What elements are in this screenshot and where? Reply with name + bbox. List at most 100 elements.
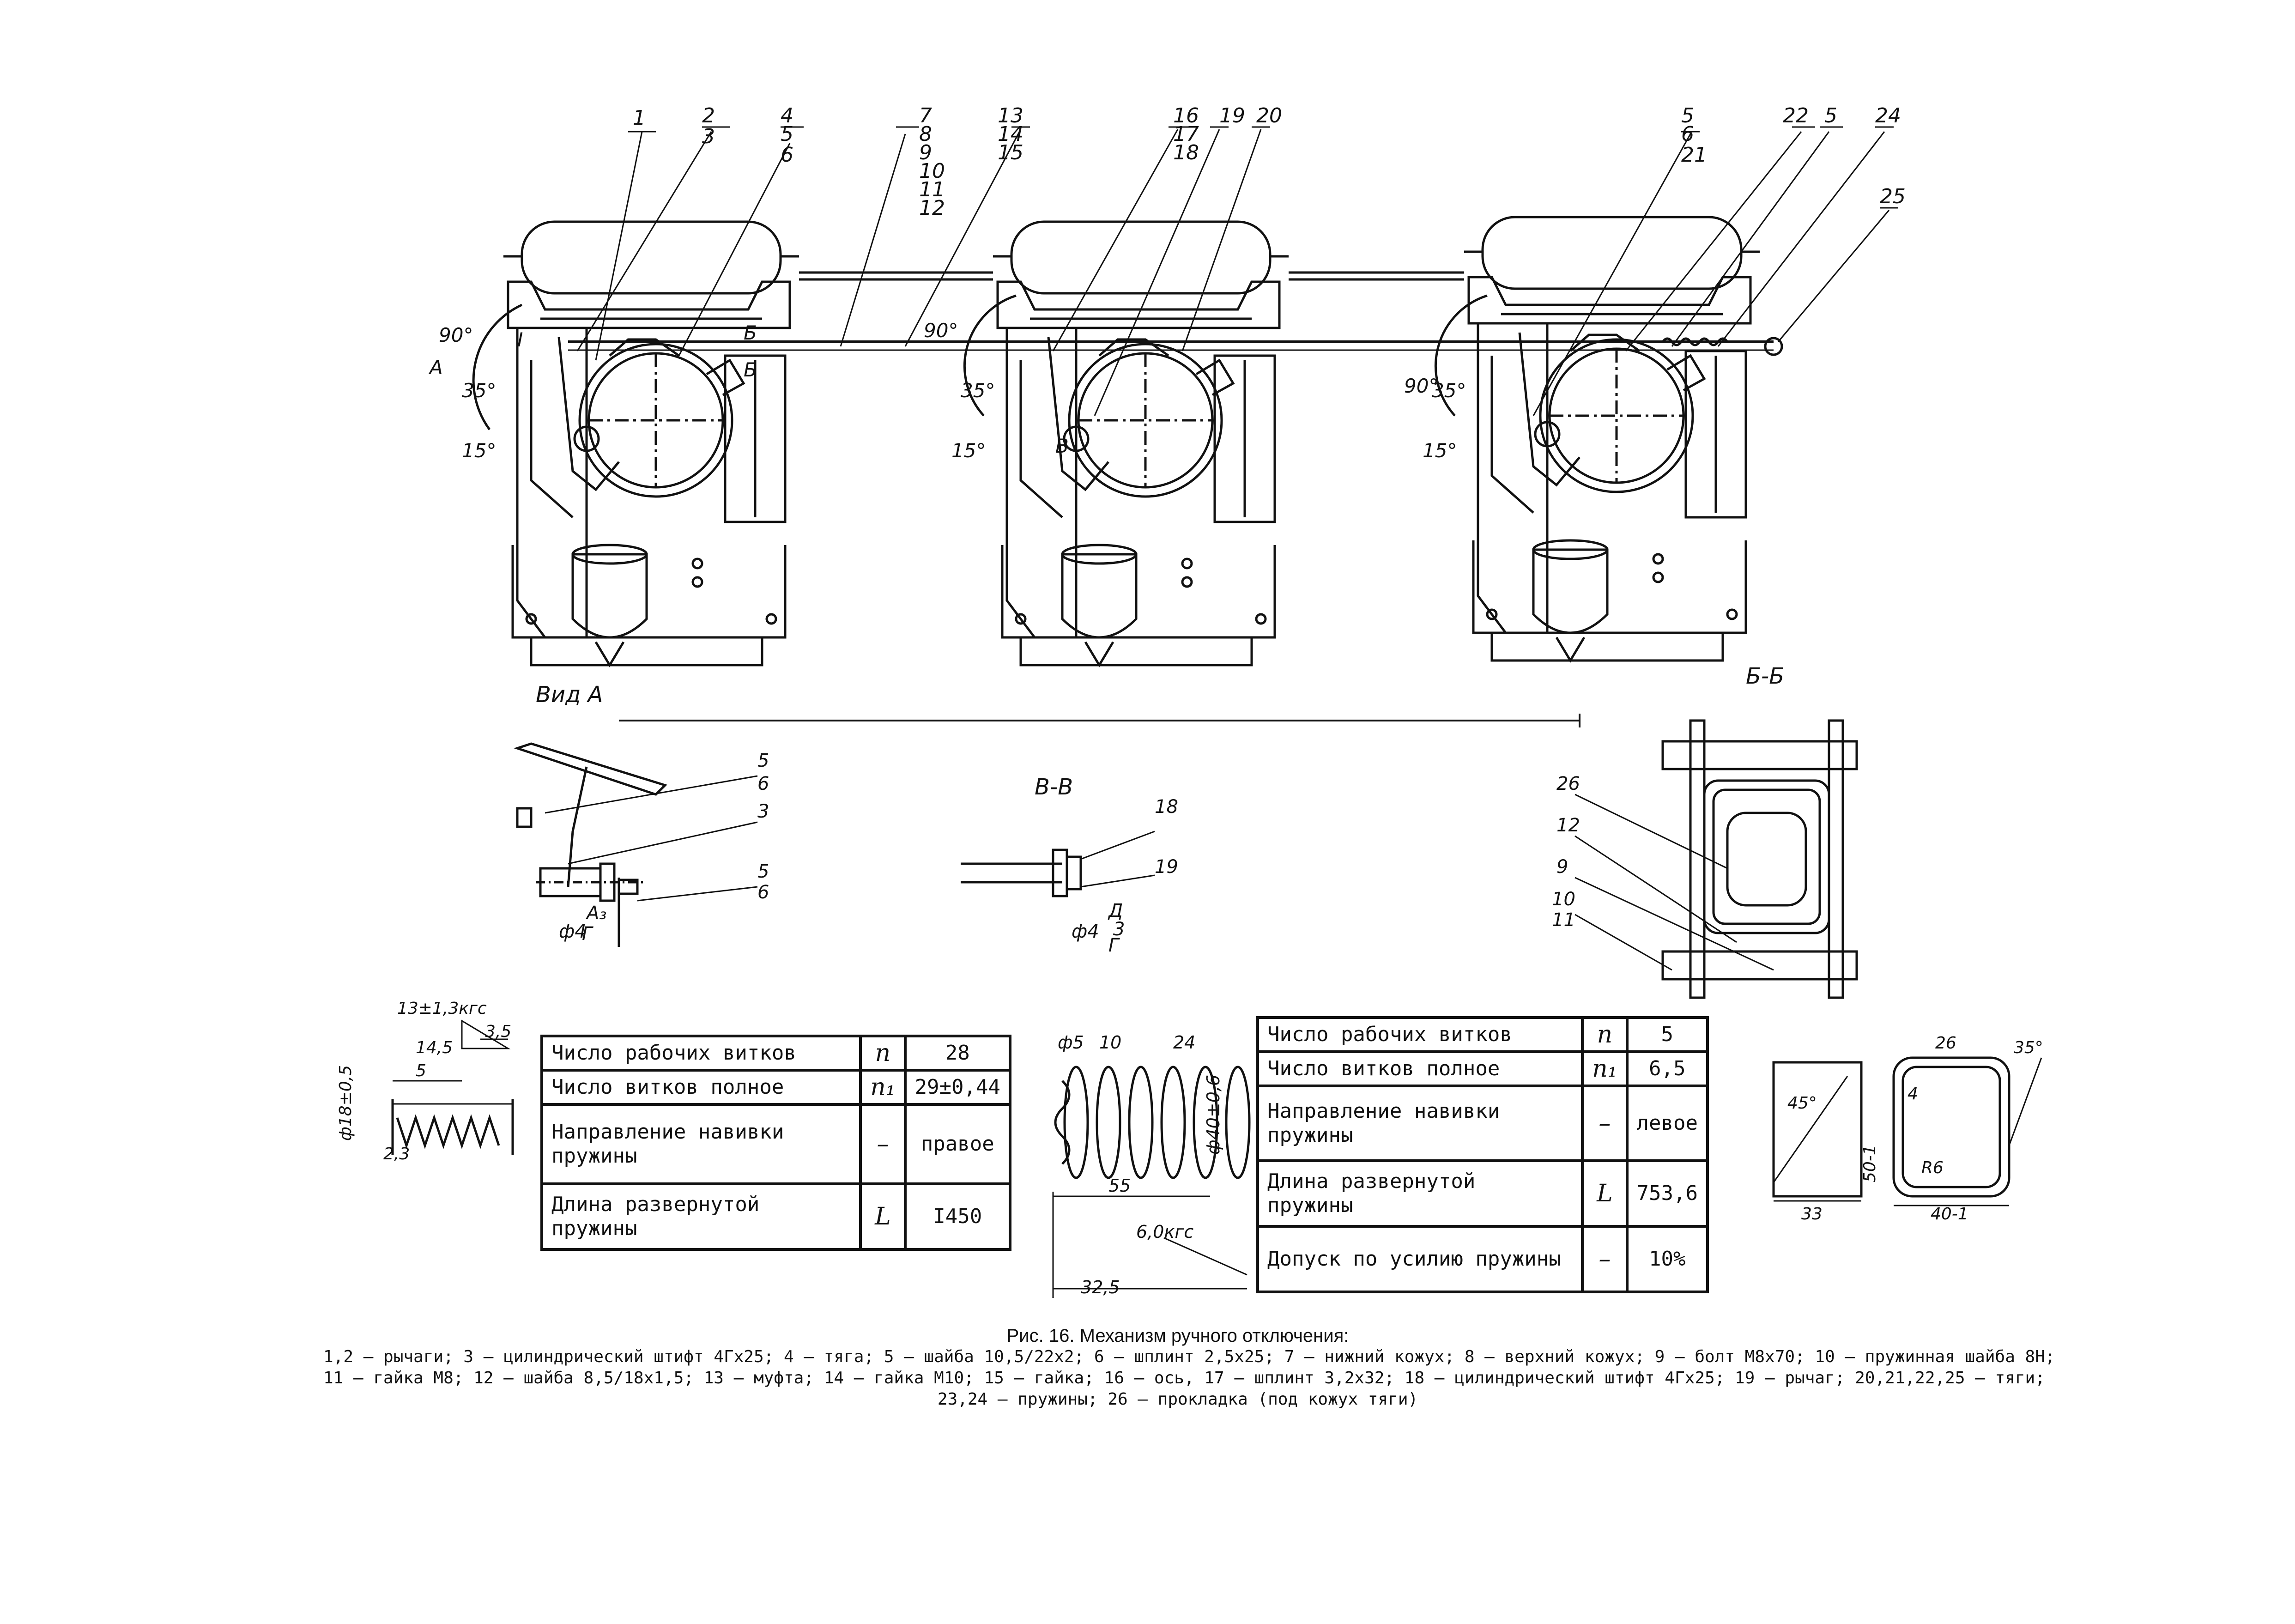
callout-5c: 5	[1824, 104, 1837, 127]
callout-1: 1	[633, 106, 646, 130]
section-b-mark-2: Б	[744, 358, 757, 381]
spring-left-2-3: 2,3	[383, 1145, 410, 1163]
section-vv-title: В-В	[1035, 774, 1073, 800]
row-value: 6,5	[1625, 1050, 1709, 1087]
callout-8: 8	[919, 122, 932, 146]
figure-caption: Рис. 16. Механизм ручного отключения: 1,…	[323, 1326, 2055, 1410]
spring-right-diameter: ф40±0,6	[1203, 1075, 1223, 1155]
bb-callout-11: 11	[1552, 909, 1575, 931]
table-row: Число рабочих витков n 5	[1256, 1016, 1709, 1053]
row-label: Длина развернутой пружины	[540, 1182, 862, 1251]
vv-phi4: ф4	[1072, 921, 1099, 942]
row-value: 5	[1625, 1016, 1709, 1053]
spring-left-drawing	[391, 1019, 514, 1155]
spring-right-24: 24	[1173, 1032, 1195, 1053]
table-row: Допуск по усилию пружины – 10%	[1256, 1225, 1709, 1293]
spring-left-diameter: ф18±0,5	[336, 1065, 355, 1141]
gasket-drawing	[1772, 1056, 2042, 1206]
caption-title: Рис. 16. Механизм ручного отключения:	[1006, 1326, 1349, 1346]
row-symbol: –	[1581, 1225, 1629, 1293]
bb-callout-12: 12	[1556, 815, 1580, 836]
gasket-callout-26: 26	[1935, 1034, 1956, 1053]
callout-10: 10	[919, 159, 945, 183]
caption-line-2: 11 – гайка М8; 12 – шайба 8,5/18х1,5; 13…	[323, 1369, 2045, 1388]
vv-callout-19: 19	[1155, 856, 1178, 878]
bb-callout-10: 10	[1552, 889, 1575, 910]
row-label: Число рабочих витков	[540, 1035, 862, 1072]
row-value: правое	[903, 1103, 1012, 1185]
callout-15: 15	[998, 141, 1023, 164]
section-bb-detail	[1574, 719, 1858, 999]
row-value: левое	[1625, 1085, 1709, 1162]
receiver-unit-3	[1464, 217, 1760, 661]
spring-right-force: 6,0кгс	[1136, 1222, 1193, 1242]
view-a-callout-3: 3	[757, 801, 769, 822]
spring-left-14-5: 14,5	[416, 1038, 453, 1057]
view-a-title: Вид А	[536, 682, 603, 708]
spring-right-10: 10	[1099, 1032, 1121, 1053]
row-symbol: n	[859, 1035, 907, 1072]
row-symbol: –	[859, 1103, 907, 1185]
row-value: 28	[903, 1035, 1012, 1072]
gasket-angle-35: 35°	[2014, 1038, 2043, 1057]
angle-15-2: 15°	[951, 439, 986, 462]
gasket-4: 4	[1907, 1085, 1918, 1103]
row-symbol: L	[1581, 1159, 1629, 1228]
spring-right-32-5: 32,5	[1081, 1277, 1120, 1297]
row-label: Направление навивки пружины	[540, 1103, 862, 1185]
view-a-callout-5: 5	[757, 750, 769, 771]
callout-20: 20	[1256, 104, 1282, 127]
angle-35-2: 35°	[961, 379, 995, 402]
callout-18: 18	[1173, 141, 1199, 164]
angle-35-1: 35°	[462, 379, 496, 402]
row-label: Число рабочих витков	[1256, 1016, 1584, 1053]
table-row: Длина развернутой пружины L I450	[540, 1182, 1012, 1251]
table-row: Направление навивки пружины – левое	[1256, 1085, 1709, 1162]
angle-90-3: 90°	[1404, 375, 1438, 397]
callout-14: 14	[998, 122, 1023, 146]
view-a-a3: А₃	[585, 903, 606, 924]
row-value: 29±0,44	[903, 1069, 1012, 1106]
row-value: 10%	[1625, 1225, 1709, 1293]
view-a-g: Г	[582, 923, 593, 945]
gasket-height: 50-1	[1860, 1145, 1879, 1182]
gasket-width-33: 33	[1801, 1205, 1823, 1224]
view-a-arrow-label: А	[428, 356, 443, 379]
callout-9: 9	[919, 141, 932, 164]
table-row: Число витков полное n₁ 29±0,44	[540, 1069, 1012, 1106]
row-symbol: L	[859, 1182, 907, 1251]
bb-callout-26: 26	[1556, 773, 1580, 794]
callout-5: 5	[781, 122, 793, 146]
callout-19: 19	[1219, 104, 1245, 127]
callout-17: 17	[1173, 122, 1199, 146]
vv-d: Д	[1108, 900, 1123, 921]
view-a-callout-6b: 6	[757, 882, 769, 903]
row-label: Допуск по усилию пружины	[1256, 1225, 1584, 1293]
angle-90-2: 90°	[924, 319, 958, 342]
row-label: Направление навивки пружины	[1256, 1085, 1584, 1162]
callout-3: 3	[702, 125, 715, 148]
view-a-phi4: ф4	[559, 921, 587, 942]
row-label: Число витков полное	[1256, 1050, 1584, 1087]
callout-4: 4	[781, 104, 793, 127]
gasket-width-40: 40-1	[1931, 1205, 1968, 1224]
callout-6: 6	[781, 143, 793, 167]
row-symbol: n₁	[859, 1069, 907, 1106]
spring-left-force: 13±1,3кгс	[397, 999, 487, 1018]
table-row: Направление навивки пружины – правое	[540, 1103, 1012, 1185]
section-vv-detail	[961, 830, 1155, 897]
detail-i-label: I	[517, 328, 523, 351]
vv-callout-18: 18	[1155, 796, 1178, 818]
view-a-callout-6: 6	[757, 773, 769, 794]
table-row: Число витков полное n₁ 6,5	[1256, 1050, 1709, 1087]
callout-12: 12	[919, 196, 945, 220]
table-row: Длина развернутой пружины L 753,6	[1256, 1159, 1709, 1228]
row-symbol: n	[1581, 1016, 1629, 1053]
spring-left-3-5: 3,5	[485, 1022, 511, 1041]
caption-line-1: 1,2 – рычаги; 3 – цилиндрический штифт 4…	[323, 1347, 2055, 1366]
angle-35-3: 35°	[1432, 379, 1466, 402]
angle-90-1: 90°	[439, 324, 473, 346]
caption-line-3: 23,24 – пружины; 26 – прокладка (под кож…	[937, 1390, 1418, 1409]
row-value: 753,6	[1625, 1159, 1709, 1228]
